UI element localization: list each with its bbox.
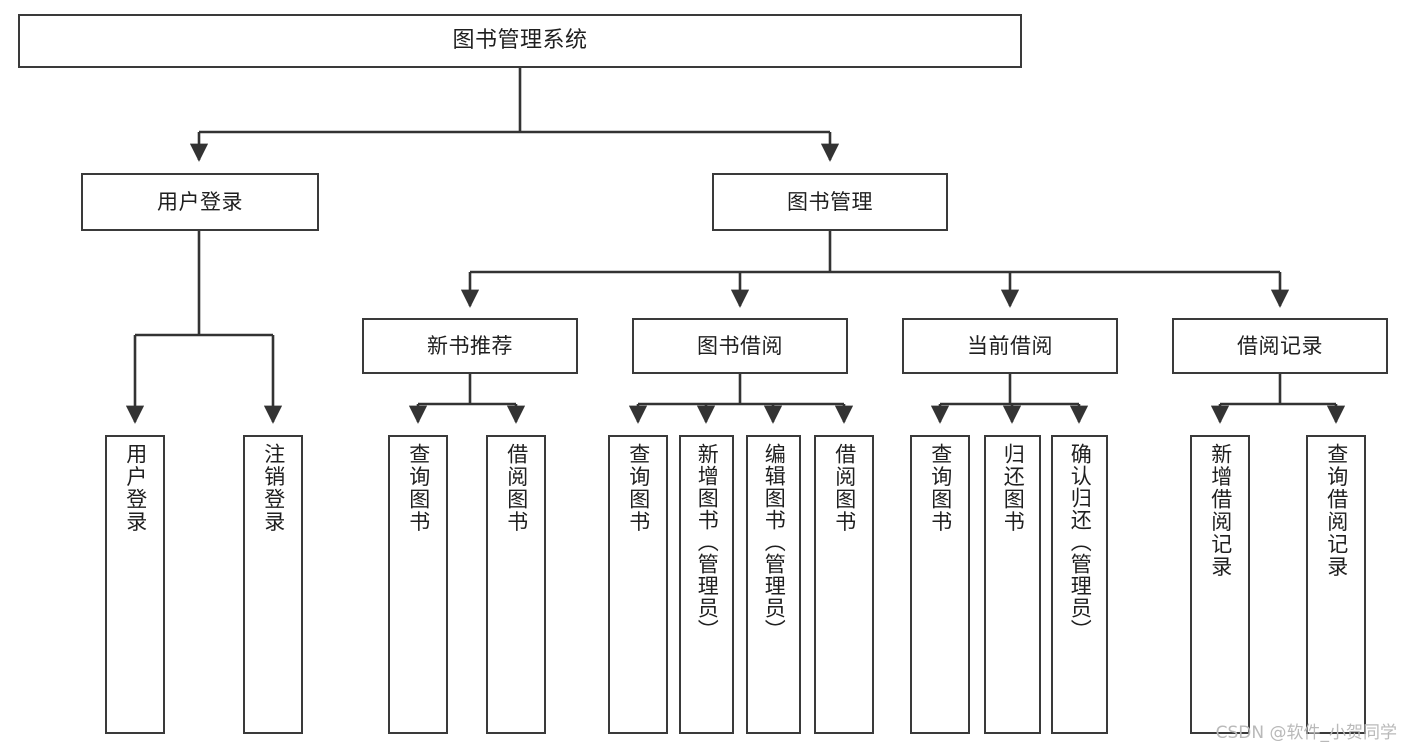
node-leaf-user-login-label: 用户登录 <box>123 443 148 533</box>
node-current-borrow-label: 当前借阅 <box>967 333 1053 358</box>
node-leaf-borrow-book-1[interactable]: 借阅图书 <box>486 435 546 734</box>
node-leaf-borrow-book-2-label: 借阅图书 <box>832 443 857 533</box>
node-leaf-user-logout[interactable]: 注销登录 <box>243 435 303 734</box>
node-leaf-return-book-label: 归还图书 <box>1001 443 1026 533</box>
node-borrow-record[interactable]: 借阅记录 <box>1172 318 1388 374</box>
node-leaf-add-borrow-record-label: 新增借阅记录 <box>1208 443 1233 578</box>
node-book-manage[interactable]: 图书管理 <box>712 173 948 231</box>
node-leaf-add-book-admin-label: 新增图书（管理员） <box>695 443 720 641</box>
node-book-manage-label: 图书管理 <box>787 189 873 214</box>
node-leaf-borrow-book-1-label: 借阅图书 <box>504 443 529 533</box>
node-user-login[interactable]: 用户登录 <box>81 173 319 231</box>
node-leaf-query-borrow-record-label: 查询借阅记录 <box>1324 443 1349 578</box>
node-leaf-add-book-admin[interactable]: 新增图书（管理员） <box>679 435 734 734</box>
node-borrow-record-label: 借阅记录 <box>1237 333 1323 358</box>
node-new-book-recommend-label: 新书推荐 <box>427 333 513 358</box>
node-leaf-query-book-2-label: 查询图书 <box>626 443 651 533</box>
node-leaf-query-book-3[interactable]: 查询图书 <box>910 435 970 734</box>
node-root-label: 图书管理系统 <box>452 28 588 54</box>
node-leaf-confirm-return-admin-label: 确认归还（管理员） <box>1068 443 1093 641</box>
node-leaf-query-book-1-label: 查询图书 <box>406 443 431 533</box>
node-leaf-user-login[interactable]: 用户登录 <box>105 435 165 734</box>
node-leaf-edit-book-admin-label: 编辑图书（管理员） <box>762 443 787 641</box>
node-leaf-query-book-2[interactable]: 查询图书 <box>608 435 668 734</box>
node-current-borrow[interactable]: 当前借阅 <box>902 318 1118 374</box>
node-leaf-edit-book-admin[interactable]: 编辑图书（管理员） <box>746 435 801 734</box>
node-leaf-query-book-1[interactable]: 查询图书 <box>388 435 448 734</box>
node-leaf-return-book[interactable]: 归还图书 <box>984 435 1041 734</box>
node-user-login-label: 用户登录 <box>157 189 243 214</box>
node-leaf-add-borrow-record[interactable]: 新增借阅记录 <box>1190 435 1250 734</box>
node-book-borrow[interactable]: 图书借阅 <box>632 318 848 374</box>
node-leaf-query-book-3-label: 查询图书 <box>928 443 953 533</box>
node-leaf-query-borrow-record[interactable]: 查询借阅记录 <box>1306 435 1366 734</box>
node-leaf-confirm-return-admin[interactable]: 确认归还（管理员） <box>1051 435 1108 734</box>
node-leaf-user-logout-label: 注销登录 <box>261 443 286 533</box>
node-leaf-borrow-book-2[interactable]: 借阅图书 <box>814 435 874 734</box>
watermark-text: CSDN @软件_小贺同学 <box>1215 723 1397 743</box>
node-new-book-recommend[interactable]: 新书推荐 <box>362 318 578 374</box>
node-root[interactable]: 图书管理系统 <box>18 14 1022 68</box>
node-book-borrow-label: 图书借阅 <box>697 333 783 358</box>
